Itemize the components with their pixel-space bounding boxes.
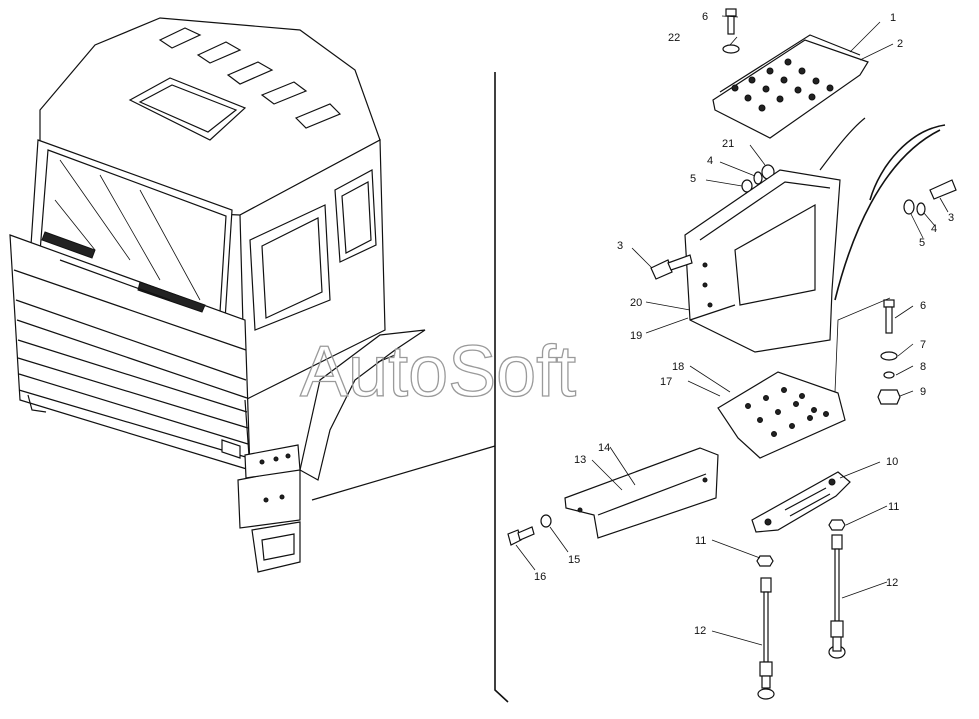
callout-15: 15 — [568, 554, 580, 566]
callout-5-right: 5 — [919, 237, 925, 249]
step-plate-upper — [712, 34, 869, 139]
callout-7: 7 — [920, 339, 926, 351]
callout-5-left: 5 — [690, 173, 696, 185]
callout-9: 9 — [920, 386, 926, 398]
bolt-bracket-left — [650, 254, 693, 280]
callout-12-left: 12 — [694, 625, 706, 637]
nut-hex — [877, 389, 901, 405]
callout-1: 1 — [890, 12, 896, 24]
callout-8: 8 — [920, 361, 926, 373]
washer-spring — [883, 371, 895, 379]
step-bracket — [684, 169, 841, 353]
truck-cab-drawing — [9, 17, 426, 573]
callout-11-left: 11 — [695, 535, 706, 547]
nut-left — [756, 555, 774, 567]
bolt-upper — [725, 8, 737, 35]
pointer-line — [311, 445, 496, 501]
fender-arch — [834, 124, 946, 301]
callout-21: 21 — [722, 138, 734, 150]
callout-19: 19 — [630, 330, 642, 342]
callout-22: 22 — [668, 32, 680, 44]
callout-11-right: 11 — [888, 501, 899, 513]
bolt-lower-right — [883, 299, 895, 334]
callout-3-left: 3 — [617, 240, 623, 252]
callout-4-right: 4 — [931, 223, 937, 235]
leader-lines — [515, 15, 949, 646]
callout-12-right: 12 — [886, 577, 898, 589]
callout-14: 14 — [598, 442, 610, 454]
step-hanger-bracket — [564, 447, 719, 539]
bolt-bracket-right — [903, 179, 957, 216]
watermark-text: AutoSoft — [300, 332, 576, 412]
fender-arch-inner — [819, 117, 866, 171]
callout-6-upper: 6 — [702, 11, 708, 23]
callout-13: 13 — [574, 454, 586, 466]
nut-right — [828, 519, 846, 531]
callout-17: 17 — [660, 376, 672, 388]
callout-4-left: 4 — [707, 155, 713, 167]
callout-18: 18 — [672, 361, 684, 373]
callout-10: 10 — [886, 456, 898, 468]
callout-6-lower: 6 — [920, 300, 926, 312]
callout-2: 2 — [897, 38, 903, 50]
callout-20: 20 — [630, 297, 642, 309]
step-tread — [751, 471, 851, 533]
step-rod-right — [828, 534, 846, 659]
callout-3-right: 3 — [948, 212, 954, 224]
washer-hanger — [540, 514, 552, 528]
bolt-hanger — [507, 526, 535, 546]
step-rod-left — [757, 577, 775, 700]
callout-16: 16 — [534, 571, 546, 583]
callout-labels: 6 22 1 2 21 4 5 3 3 4 5 20 19 6 7 8 9 18… — [534, 11, 954, 637]
washer-upper — [722, 44, 740, 54]
divider-line — [494, 72, 509, 703]
washer-flat — [880, 351, 898, 361]
step-plate-lower — [717, 371, 846, 459]
